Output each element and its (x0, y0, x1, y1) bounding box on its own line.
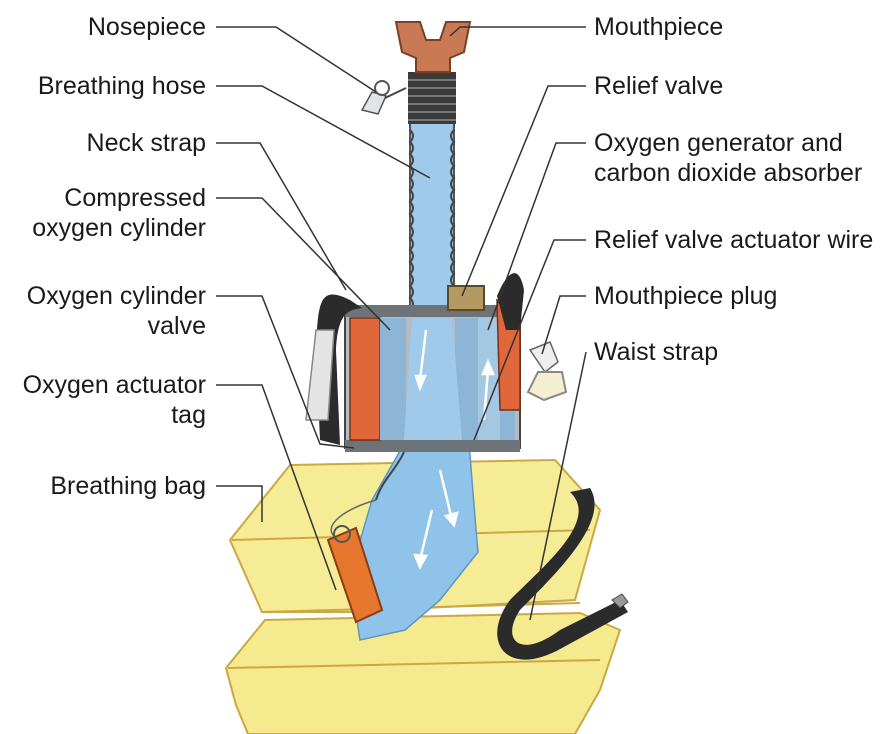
label-mouthpiece-line1: Mouthpiece (594, 12, 723, 42)
label-oxygen-cylinder-valve-line2: valve (27, 311, 206, 341)
label-oxygen-generator: Oxygen generator and carbon dioxide abso… (594, 128, 862, 188)
label-compressed-oxygen-cylinder-line1: Compressed (32, 183, 206, 213)
label-nosepiece: Nosepiece (88, 12, 206, 42)
label-breathing-bag-line1: Breathing bag (50, 471, 206, 501)
label-oxygen-cylinder-valve: Oxygen cylinder valve (27, 281, 206, 341)
label-oxygen-actuator-tag-line2: tag (23, 400, 206, 430)
label-neck-strap: Neck strap (87, 128, 206, 158)
label-compressed-oxygen-cylinder-line2: oxygen cylinder (32, 213, 206, 243)
mouthpiece-plug-illustration (528, 342, 566, 400)
label-breathing-bag: Breathing bag (50, 471, 206, 501)
label-breathing-hose: Breathing hose (38, 71, 206, 101)
label-waist-strap: Waist strap (594, 337, 718, 367)
nosepiece-illustration (362, 81, 406, 114)
label-oxygen-generator-line1: Oxygen generator and (594, 128, 862, 158)
label-relief-valve-line1: Relief valve (594, 71, 723, 101)
label-relief-valve-actuator-wire-line1: Relief valve actuator wire (594, 225, 873, 255)
corrugated-hose-illustration (408, 72, 456, 124)
leader-neck-strap (216, 143, 346, 290)
label-neck-strap-line1: Neck strap (87, 128, 206, 158)
label-relief-valve: Relief valve (594, 71, 723, 101)
label-breathing-hose-line1: Breathing hose (38, 71, 206, 101)
mouthpiece-illustration (396, 22, 470, 72)
label-compressed-oxygen-cylinder: Compressed oxygen cylinder (32, 183, 206, 243)
label-mouthpiece: Mouthpiece (594, 12, 723, 42)
label-mouthpiece-plug-line1: Mouthpiece plug (594, 281, 777, 311)
leader-breathing-hose (216, 86, 430, 178)
label-relief-valve-actuator-wire: Relief valve actuator wire (594, 225, 873, 255)
leader-nosepiece (216, 27, 376, 92)
label-waist-strap-line1: Waist strap (594, 337, 718, 367)
label-oxygen-cylinder-valve-line1: Oxygen cylinder (27, 281, 206, 311)
label-oxygen-actuator-tag: Oxygen actuator tag (23, 370, 206, 430)
label-mouthpiece-plug: Mouthpiece plug (594, 281, 777, 311)
leader-mouthpiece (450, 27, 586, 36)
label-oxygen-generator-line2: carbon dioxide absorber (594, 158, 862, 188)
label-oxygen-actuator-tag-line1: Oxygen actuator (23, 370, 206, 400)
leader-relief-valve (462, 86, 586, 296)
label-nosepiece-line1: Nosepiece (88, 12, 206, 42)
